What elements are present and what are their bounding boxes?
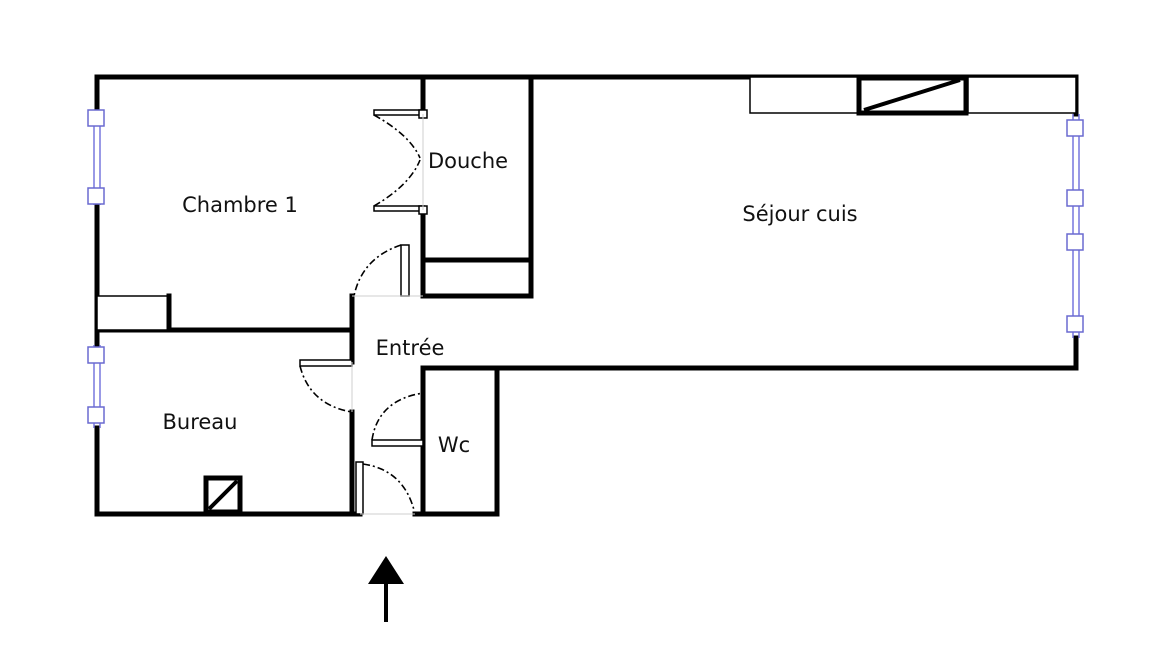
- room-label-bureau: Bureau: [162, 410, 238, 434]
- room-label-chambre-1: Chambre 1: [182, 193, 298, 217]
- room-label-wc: Wc: [437, 433, 471, 457]
- room-label-douche: Douche: [427, 149, 509, 173]
- built-in-cupboards: [96, 75, 1077, 515]
- room-label-entree: Entrée: [375, 336, 445, 360]
- arrow-up-icon: [368, 556, 404, 622]
- doors: [299, 109, 428, 515]
- room-label-sejour-cuis: Séjour cuis: [742, 202, 858, 226]
- windows: [87, 109, 1084, 428]
- exterior-walls: [94, 74, 1079, 517]
